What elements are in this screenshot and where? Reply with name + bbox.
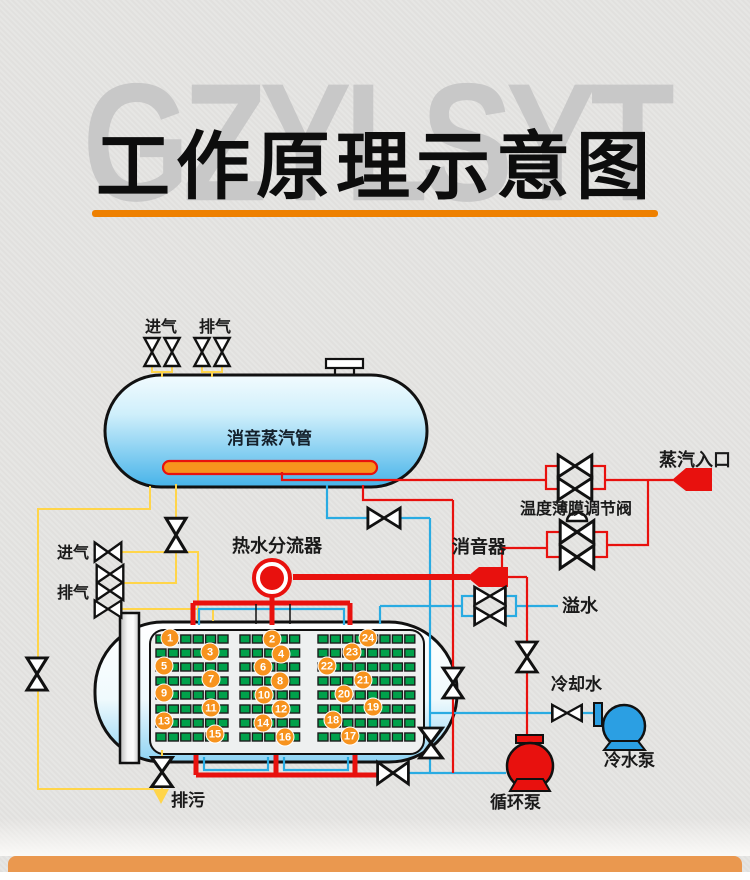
blowdown-yellow-line <box>37 486 154 790</box>
left-exhaust-valve-icon <box>93 599 123 619</box>
left-double-valve-icon <box>95 580 125 602</box>
top-valve-yellow-lines <box>151 366 223 377</box>
intake-valve-icon <box>163 336 181 368</box>
tube-number-badge: 18 <box>323 710 343 730</box>
discharge-valve-icon <box>515 640 539 674</box>
blowdown-valve-icon <box>149 755 175 789</box>
overflow-valve-icon <box>473 585 507 607</box>
tube-number-badge: 23 <box>342 642 362 662</box>
standpipe <box>118 611 141 765</box>
label-intake-top: 进气 <box>145 319 178 336</box>
tube-number-badge: 6 <box>253 657 273 677</box>
steam-main-line <box>280 472 673 547</box>
label-blowdown: 排污 <box>171 791 205 810</box>
tube-number-badge: 11 <box>201 698 221 718</box>
splitter-core <box>260 566 284 590</box>
overflow-valve-loop <box>460 594 518 618</box>
label-cooling-water: 冷却水 <box>551 675 602 694</box>
temp-control-valve-icon <box>558 544 596 570</box>
label-exhaust-left: 排气 <box>57 585 90 602</box>
steam-inlet-arrow-icon <box>672 468 712 491</box>
label-exhaust-top: 排气 <box>199 319 232 336</box>
flange-legs <box>333 368 356 375</box>
bottom-valve-icon <box>376 760 410 786</box>
bottom-orange-band <box>8 856 742 872</box>
tube-number-badge: 17 <box>340 726 360 746</box>
steam-valve-icon <box>556 453 594 479</box>
intake-valve-icon <box>143 336 161 368</box>
gas-riser-yellow-line <box>122 484 177 584</box>
valve-loop-1 <box>544 464 607 491</box>
bottom-manifold <box>193 755 378 778</box>
tube-number-badge: 12 <box>271 699 291 719</box>
bottom-inner-blue-lines <box>202 757 350 772</box>
muffler-body <box>467 567 508 587</box>
tube-number-badge: 16 <box>275 727 295 747</box>
tube-number-badge: 7 <box>201 669 221 689</box>
tube-number-badge: 19 <box>363 697 383 717</box>
label-cold-pump: 冷水泵 <box>604 751 655 770</box>
valve-loop-2 <box>545 530 609 559</box>
tube-number-badge: 2 <box>262 629 282 649</box>
riser-valve-icon <box>164 516 188 554</box>
bottom-fade <box>0 818 750 856</box>
tube-number-badge: 3 <box>200 642 220 662</box>
blowdown-arrow-icon <box>153 789 169 804</box>
tube-number-badge: 15 <box>205 724 225 744</box>
left-intake-valve-icon <box>93 541 123 563</box>
muffler-feed-line <box>500 546 547 567</box>
bottom-white-strip <box>0 872 750 880</box>
tank-top-flange <box>324 357 365 370</box>
steam-muffler-tank <box>103 373 429 489</box>
tube-number-badge: 4 <box>271 644 291 664</box>
cold-pump-base <box>601 740 648 751</box>
diaphragm-dome-icon <box>565 511 589 523</box>
background-watermark: GZYLSYT <box>82 47 675 237</box>
circ-pump-base <box>508 778 552 792</box>
tube-number-badge: 5 <box>154 656 174 676</box>
cooling-water-valve-icon <box>550 703 584 723</box>
label-circ-pump: 循环泵 <box>490 793 541 812</box>
overflow-blue-line <box>378 604 558 624</box>
label-muffler: 消音器 <box>452 537 506 557</box>
condensate-red-line <box>361 485 455 773</box>
heating-coil-bar <box>161 459 379 476</box>
tube-number-badge: 14 <box>253 713 273 733</box>
top-manifold <box>190 594 353 625</box>
tube-number-badge: 9 <box>154 683 174 703</box>
temp-control-valve-icon <box>558 519 596 545</box>
title-underline <box>92 210 658 217</box>
left-double-valve-icon <box>95 563 125 585</box>
exhaust-valve-icon <box>193 336 211 368</box>
tube-number-badge: 21 <box>353 670 373 690</box>
tube-number-badge: 22 <box>317 656 337 676</box>
tube-number-badge: 13 <box>154 711 174 731</box>
exhaust-valve-icon <box>213 336 231 368</box>
tube-number-badge: 10 <box>254 685 274 705</box>
cold-pump-flange <box>593 702 603 727</box>
overflow-valve-icon <box>473 605 507 627</box>
label-steam-inlet: 蒸汽入口 <box>659 450 731 470</box>
tube-number-badge: 1 <box>160 628 180 648</box>
label-temp-valve: 温度薄膜调节阀 <box>520 501 633 518</box>
label-muffler-pipe: 消音蒸汽管 <box>227 429 312 448</box>
page-title: 工作原理示意图 <box>96 125 656 208</box>
label-splitter: 热水分流器 <box>232 536 322 556</box>
left-line-valve-icon <box>25 656 49 692</box>
cooling-valve-icon <box>366 506 402 530</box>
steam-valve-icon <box>556 476 594 502</box>
tube-number-badge: 24 <box>358 628 378 648</box>
tube-number-badge: 20 <box>334 684 354 704</box>
label-intake-left: 进气 <box>57 545 90 562</box>
manifold-nozzles <box>255 604 291 624</box>
tube-number-badge: 8 <box>270 671 290 691</box>
label-overflow: 溢水 <box>562 596 598 616</box>
